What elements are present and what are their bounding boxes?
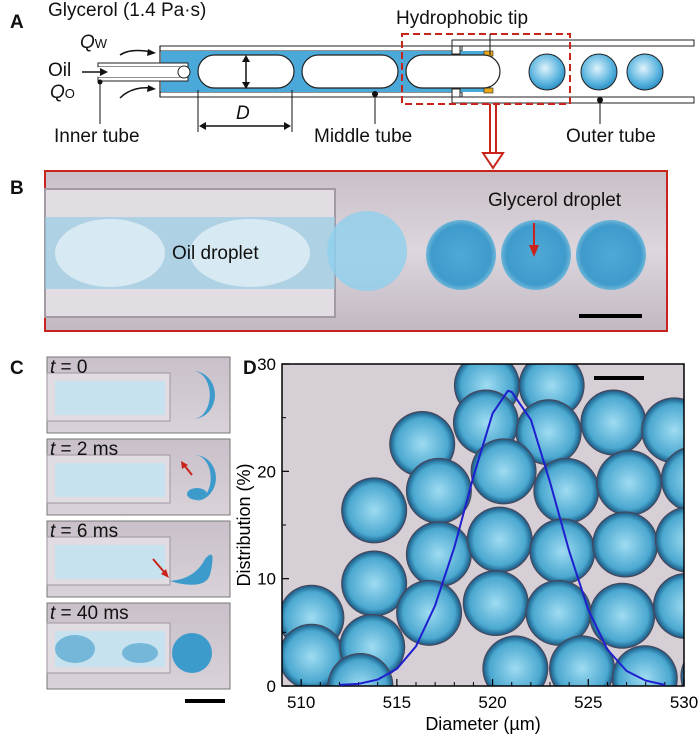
zoom-box	[401, 33, 571, 105]
oil-droplet-label: Oil droplet	[172, 243, 259, 264]
x-tick-label: 520	[478, 693, 506, 712]
droplet	[680, 661, 684, 686]
outer-tube-label: Outer tube	[566, 126, 656, 147]
device-schematic	[82, 33, 695, 170]
x-tick-label: 525	[574, 693, 602, 712]
droplet	[470, 438, 537, 505]
panel-c-frames	[46, 356, 231, 703]
droplet	[660, 447, 684, 511]
frame-label-3: t = 6 ms	[50, 521, 119, 542]
droplet	[462, 570, 529, 637]
panel-b-image	[44, 170, 668, 332]
x-axis-label: Diameter (µm)	[425, 714, 540, 734]
glycerol-label: Glycerol (1.4 Pa·s)	[48, 0, 207, 21]
frame-label-4: t = 40 ms	[50, 603, 129, 624]
y-tick-label: 10	[257, 570, 276, 589]
droplet	[529, 518, 596, 585]
panel-d-label: D	[243, 358, 257, 379]
panel-b-label: B	[10, 178, 24, 199]
droplet	[515, 399, 582, 466]
droplet	[396, 579, 463, 646]
D-label: D	[236, 103, 250, 124]
y-tick-label: 20	[257, 462, 276, 481]
droplet	[482, 635, 549, 686]
droplet	[592, 511, 659, 578]
y-tick-label: 30	[257, 355, 276, 374]
oil-label: Oil	[48, 60, 72, 81]
droplet	[611, 645, 678, 686]
droplet	[596, 450, 663, 517]
y-axis-label: Distribution (%)	[234, 463, 254, 586]
x-tick-label: 530	[670, 693, 698, 712]
x-tick-label: 515	[383, 693, 411, 712]
droplet	[405, 521, 472, 588]
glycerol-droplet-label: Glycerol droplet	[488, 190, 622, 211]
inner-tube-label: Inner tube	[54, 126, 140, 147]
frame-label-2: t = 2 ms	[50, 439, 119, 460]
droplet	[466, 506, 533, 573]
droplet	[580, 389, 647, 456]
qo-label: QO	[50, 82, 75, 103]
distribution-curve	[339, 389, 666, 686]
droplet	[525, 579, 592, 646]
droplet	[549, 635, 616, 686]
droplet-image	[282, 364, 700, 686]
frame-label-1: t = 0	[50, 357, 88, 378]
droplet	[652, 573, 684, 639]
droplet	[641, 397, 684, 464]
panel-a-label: A	[10, 12, 24, 33]
droplet	[282, 623, 345, 686]
droplet	[654, 506, 684, 573]
droplet	[533, 457, 600, 524]
droplet	[690, 375, 700, 441]
droplet	[341, 477, 408, 544]
x-tick-label: 510	[287, 693, 315, 712]
y-tick-label: 0	[267, 677, 276, 696]
middle-tube-label: Middle tube	[314, 126, 413, 147]
panel-c-label: C	[10, 358, 24, 379]
hydrophobic-tip-label: Hydrophobic tip	[396, 8, 529, 29]
droplet	[341, 550, 408, 617]
droplet	[589, 582, 656, 649]
droplet	[327, 653, 394, 686]
qw-label: QW	[80, 32, 108, 53]
droplet	[405, 457, 472, 524]
